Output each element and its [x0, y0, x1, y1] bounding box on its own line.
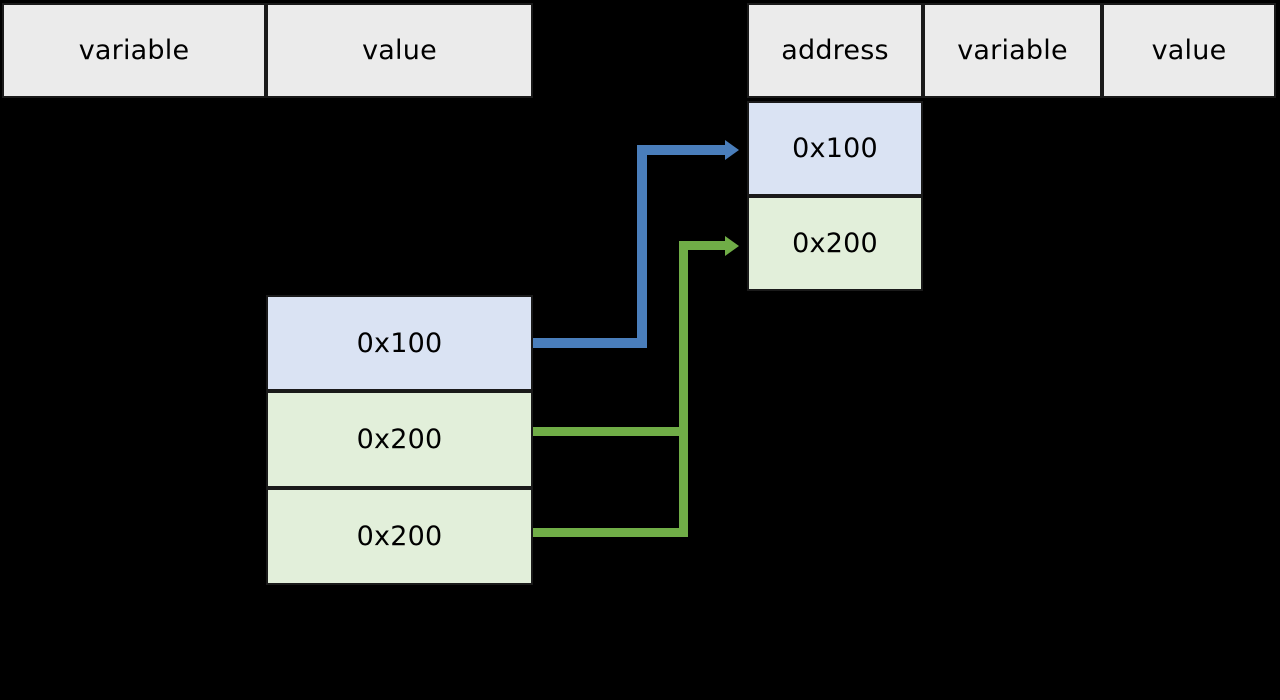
right-table-header-address: address [747, 3, 923, 98]
left-table-row-value-2: 0x200 [266, 391, 533, 488]
blue-connector-horizontal-lower [533, 338, 647, 348]
green-connector-horizontal-row3 [533, 528, 688, 537]
green-connector-horizontal-upper [679, 241, 727, 250]
right-table-header-value: value [1102, 3, 1276, 98]
blue-connector-horizontal-upper [637, 145, 727, 155]
right-table-row-address-0x100: 0x100 [747, 101, 923, 196]
left-table-header-value: value [266, 3, 533, 98]
green-connector-horizontal-row2 [533, 427, 688, 436]
green-connector-vertical-trunk [679, 241, 688, 537]
left-table-row-value-1: 0x100 [266, 295, 533, 391]
right-table-row-address-0x200: 0x200 [747, 196, 923, 291]
left-table-header-variable: variable [2, 3, 266, 98]
left-table-row-value-3: 0x200 [266, 488, 533, 585]
blue-connector-vertical [637, 145, 647, 343]
right-table-header-variable: variable [923, 3, 1102, 98]
blue-arrowhead-icon [725, 140, 739, 160]
green-arrowhead-icon [725, 236, 739, 256]
